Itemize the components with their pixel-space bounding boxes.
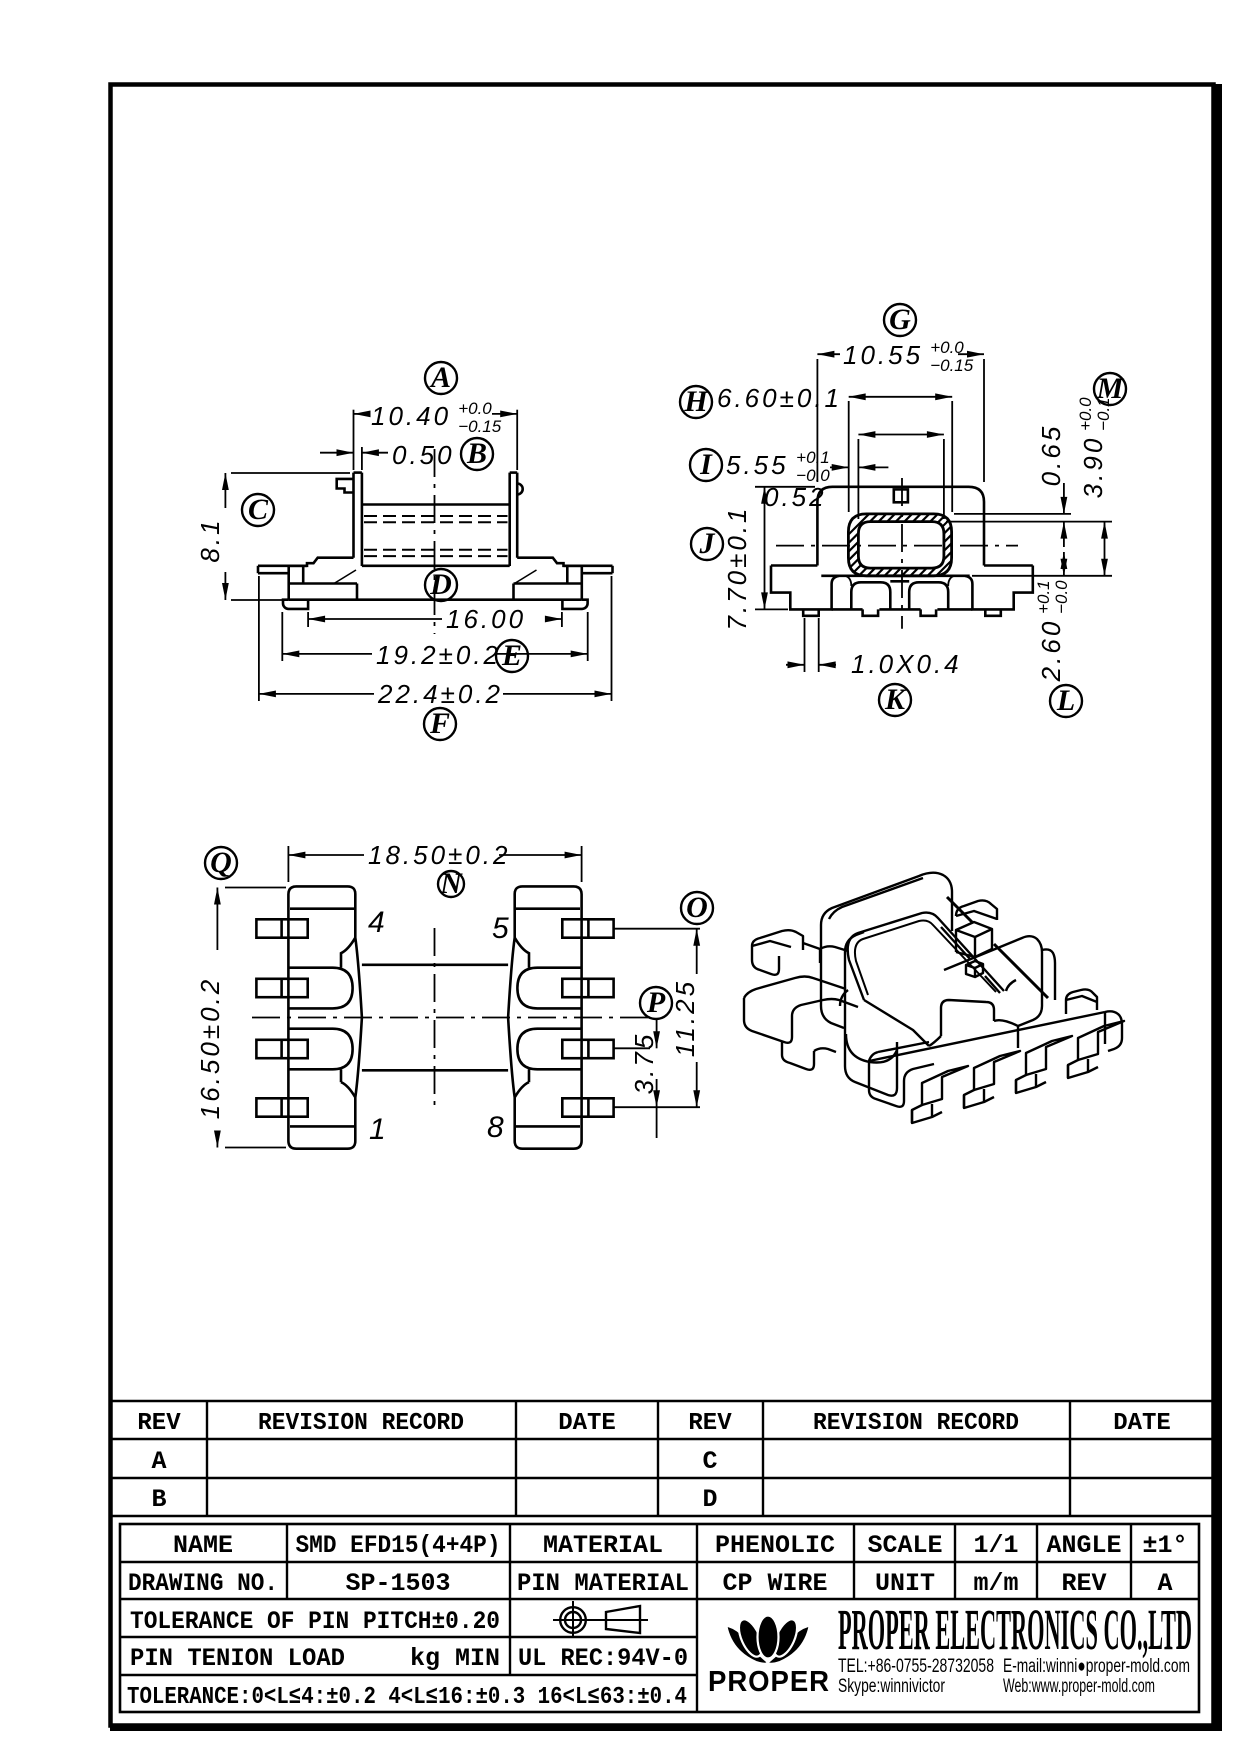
svg-text:kg MIN: kg MIN: [410, 1644, 500, 1673]
svg-text:UNIT: UNIT: [875, 1569, 935, 1598]
svg-text:6.60±0.1: 6.60±0.1: [717, 383, 842, 413]
svg-text:2.60: 2.60: [1036, 619, 1066, 683]
svg-text:1.0X0.4: 1.0X0.4: [851, 649, 962, 679]
svg-text:REV: REV: [137, 1410, 181, 1437]
svg-text:J: J: [699, 527, 716, 560]
svg-text:CP WIRE: CP WIRE: [722, 1569, 827, 1598]
svg-text:Web:www.proper-mold.com: Web:www.proper-mold.com: [1003, 1676, 1155, 1697]
svg-text:3.90: 3.90: [1078, 436, 1108, 499]
svg-text:11.25: 11.25: [670, 979, 700, 1057]
svg-text:+0.1: +0.1: [796, 448, 830, 467]
svg-text:0.50: 0.50: [392, 440, 455, 470]
svg-text:NAME: NAME: [173, 1531, 233, 1560]
svg-text:−0.15: −0.15: [930, 356, 974, 375]
svg-text:±1°: ±1°: [1142, 1531, 1187, 1560]
svg-text:+0.0: +0.0: [930, 338, 964, 357]
svg-text:−0.0: −0.0: [1052, 580, 1071, 614]
svg-text:22.4±0.2: 22.4±0.2: [377, 679, 503, 709]
svg-text:REVISION RECORD: REVISION RECORD: [813, 1410, 1019, 1437]
svg-text:DATE: DATE: [1113, 1410, 1171, 1437]
svg-text:K: K: [884, 683, 907, 716]
svg-text:−0.0: −0.0: [796, 466, 830, 485]
svg-text:ANGLE: ANGLE: [1046, 1531, 1121, 1560]
svg-text:0.65: 0.65: [1036, 424, 1066, 487]
svg-text:DATE: DATE: [558, 1410, 616, 1437]
svg-text:16.00: 16.00: [446, 604, 526, 634]
svg-text:SP-1503: SP-1503: [345, 1569, 450, 1598]
svg-text:PHENOLIC: PHENOLIC: [715, 1531, 835, 1560]
svg-text:G: G: [889, 303, 911, 336]
svg-text:H: H: [683, 385, 709, 418]
svg-text:16.50±0.2: 16.50±0.2: [195, 977, 225, 1119]
svg-text:N: N: [439, 867, 463, 900]
svg-text:A: A: [1157, 1569, 1172, 1598]
svg-text:E: E: [501, 639, 522, 672]
svg-text:MATERIAL: MATERIAL: [543, 1531, 663, 1560]
svg-text:SMD EFD15(4+4P): SMD EFD15(4+4P): [296, 1531, 501, 1560]
svg-text:18.50±0.2: 18.50±0.2: [368, 840, 510, 870]
svg-text:TEL:+86-0755-28732058: TEL:+86-0755-28732058: [838, 1656, 994, 1677]
svg-text:10.40: 10.40: [371, 401, 451, 431]
svg-text:I: I: [699, 448, 713, 481]
svg-text:A: A: [429, 361, 451, 394]
svg-text:TOLERANCE:0<L≤4:±0.2 4<L≤16:±: TOLERANCE:0<L≤4:±0.2 4<L≤16:±0.3 16<L≤63…: [127, 1684, 687, 1711]
svg-text:PROPER: PROPER: [708, 1666, 830, 1698]
svg-text:C: C: [248, 493, 269, 526]
svg-text:REV: REV: [1061, 1569, 1106, 1598]
svg-text:1: 1: [369, 1113, 386, 1146]
svg-text:+0.0: +0.0: [1076, 397, 1095, 431]
svg-text:F: F: [429, 707, 450, 740]
svg-text:D: D: [429, 568, 452, 601]
svg-text:3.75: 3.75: [629, 1032, 659, 1095]
svg-text:4: 4: [368, 906, 385, 939]
svg-text:B: B: [151, 1485, 166, 1514]
svg-text:19.2±0.2: 19.2±0.2: [376, 640, 501, 670]
svg-text:PIN MATERIAL: PIN MATERIAL: [517, 1569, 689, 1598]
svg-text:C: C: [702, 1447, 717, 1476]
svg-text:B: B: [466, 437, 487, 470]
svg-text:M: M: [1096, 372, 1125, 405]
svg-text:m/m: m/m: [973, 1569, 1018, 1598]
svg-text:−0.15: −0.15: [458, 417, 502, 436]
svg-text:+0.0: +0.0: [458, 399, 492, 418]
svg-text:DRAWING NO.: DRAWING NO.: [128, 1569, 278, 1598]
svg-text:PIN TENION LOAD: PIN TENION LOAD: [130, 1644, 345, 1673]
svg-text:O: O: [686, 891, 708, 924]
svg-text:D: D: [702, 1485, 717, 1514]
svg-text:8: 8: [487, 1111, 504, 1144]
svg-text:8.1: 8.1: [195, 517, 225, 562]
svg-text:UL REC:94V-0: UL REC:94V-0: [518, 1644, 688, 1673]
svg-text:5: 5: [492, 912, 509, 945]
svg-text:L: L: [1056, 684, 1075, 717]
svg-text:Q: Q: [210, 846, 232, 879]
svg-text:TOLERANCE OF PIN PITCH±0.20: TOLERANCE OF PIN PITCH±0.20: [130, 1607, 500, 1636]
svg-text:P: P: [646, 986, 666, 1019]
svg-text:Skype:winnivictor: Skype:winnivictor: [838, 1676, 945, 1697]
svg-text:5.55: 5.55: [726, 450, 789, 480]
svg-text:1/1: 1/1: [973, 1531, 1018, 1560]
svg-text:A: A: [151, 1447, 166, 1476]
svg-text:7.70±0.1: 7.70±0.1: [722, 505, 752, 630]
svg-text:10.55: 10.55: [843, 340, 923, 370]
svg-text:+0.1: +0.1: [1034, 580, 1053, 614]
svg-text:SCALE: SCALE: [867, 1531, 942, 1560]
svg-text:PROPER ELECTRONICS CO.,LTD: PROPER ELECTRONICS CO.,LTD: [838, 1597, 1192, 1662]
svg-text:E-mail:winni●proper-mold.com: E-mail:winni●proper-mold.com: [1003, 1656, 1190, 1677]
svg-text:REV: REV: [688, 1410, 732, 1437]
svg-text:REVISION RECORD: REVISION RECORD: [258, 1410, 464, 1437]
